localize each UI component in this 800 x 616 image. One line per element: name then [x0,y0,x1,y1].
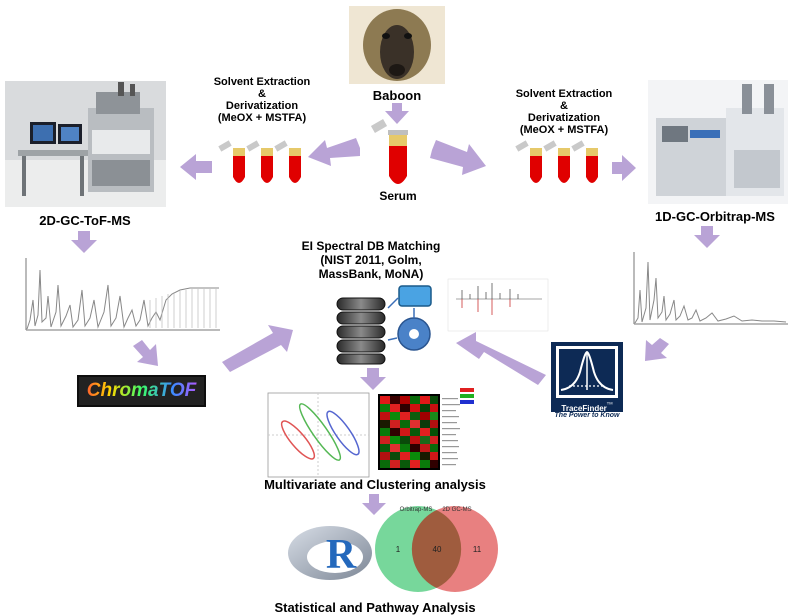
left-sample-tubes [218,140,301,183]
r-logo-letter: R [325,532,357,578]
venn-left-set-label: Orbitrap-MS [399,507,433,513]
venn-overlap-count: 40 [432,545,442,554]
prep-line: Derivatization [527,112,601,124]
arrow-chromatogram-to-chromatof [133,340,158,366]
baboon-image [349,6,445,84]
monitor-icon [398,285,432,307]
db-matching-dbs: MassBank, MoNA) [318,267,424,281]
venn-diagram [375,506,498,592]
arrow-chromatogram-to-tracefinder [645,338,669,361]
r-logo [288,526,372,580]
connector-lines [387,297,415,341]
venn-right-set-label: 2D GC-MS [442,507,472,513]
orbitrap-instrument-image [648,80,788,204]
arrow-serum-to-right-tubes [430,140,486,175]
mass-spectrum-plot [447,278,549,332]
arrow-serum-to-left-tubes [308,138,360,166]
prep-line: Derivatization [225,100,299,112]
arrow-tracefinder-to-matching [456,332,546,385]
prep-line: Solvent Extraction [515,88,613,100]
chromatof-logo [77,375,206,407]
arrow-baboon-to-serum [385,103,409,124]
1d-gc-orbitrap-ms-label: 1D-GC-Orbitrap-MS [655,209,775,224]
right-sample-tubes [515,140,598,183]
right-prep-text: Solvent Extraction & Derivatization (MeO… [505,88,623,136]
gc-tof-instrument-image [5,81,166,207]
left-chromatogram [6,256,222,340]
prep-line: (MeOX + MSTFA) [519,124,609,136]
prep-line: & [258,88,266,100]
arrow-matching-to-multivariate [360,368,386,390]
arrow-multivariate-to-stats [362,494,386,515]
venn-right-count: 11 [472,545,482,554]
arrow-2dgc-to-chromatogram [71,231,97,253]
db-matching-title: EI Spectral DB Matching [301,239,441,253]
tracefinder-tagline: The Power to Know [554,412,620,419]
tracefinder-tm: TM [606,400,613,406]
chromatof-logo-text: ChromaTOF [79,377,204,405]
venn-left-count: 1 [395,545,401,554]
pca-scatter-plot [267,392,370,478]
db-matching-dbs: (NIST 2011, Golm, [320,253,422,267]
tracefinder-logo [551,342,623,412]
statistical-pathway-label: Statistical and Pathway Analysis [274,600,476,615]
tube-icon [515,140,542,183]
flow-arrows [71,103,720,515]
prep-line: & [560,100,568,112]
tube-icon [246,140,273,183]
left-prep-text: Solvent Extraction & Derivatization (MeO… [203,76,321,124]
arrow-right-tubes-to-instrument [612,155,636,181]
multivariate-label: Multivariate and Clustering analysis [264,477,486,492]
tracefinder-logo-label: TraceFinderTM [551,398,623,416]
baboon-label: Baboon [372,88,422,103]
arrow-left-tubes-to-instrument [180,154,212,180]
arrow-1dgc-to-chromatogram [694,226,720,248]
heatmap-plot [378,388,474,470]
tube-icon [543,140,570,183]
tracefinder-name: TraceFinder [561,404,607,413]
database-icon [336,297,386,365]
serum-label: Serum [379,189,417,203]
tube-icon [218,140,245,183]
tube-icon [274,140,301,183]
tube-icon [571,140,598,183]
prep-line: (MeOX + MSTFA) [217,112,307,124]
db-matching-text: EI Spectral DB Matching (NIST 2011, Golm… [296,239,446,281]
arrow-chromatof-to-matching [222,325,293,372]
right-chromatogram [620,248,792,332]
disc-icon [397,317,431,351]
serum-tube-icon [370,119,408,184]
2d-gc-tof-ms-label: 2D-GC-ToF-MS [39,213,131,228]
prep-line: Solvent Extraction [213,76,311,88]
